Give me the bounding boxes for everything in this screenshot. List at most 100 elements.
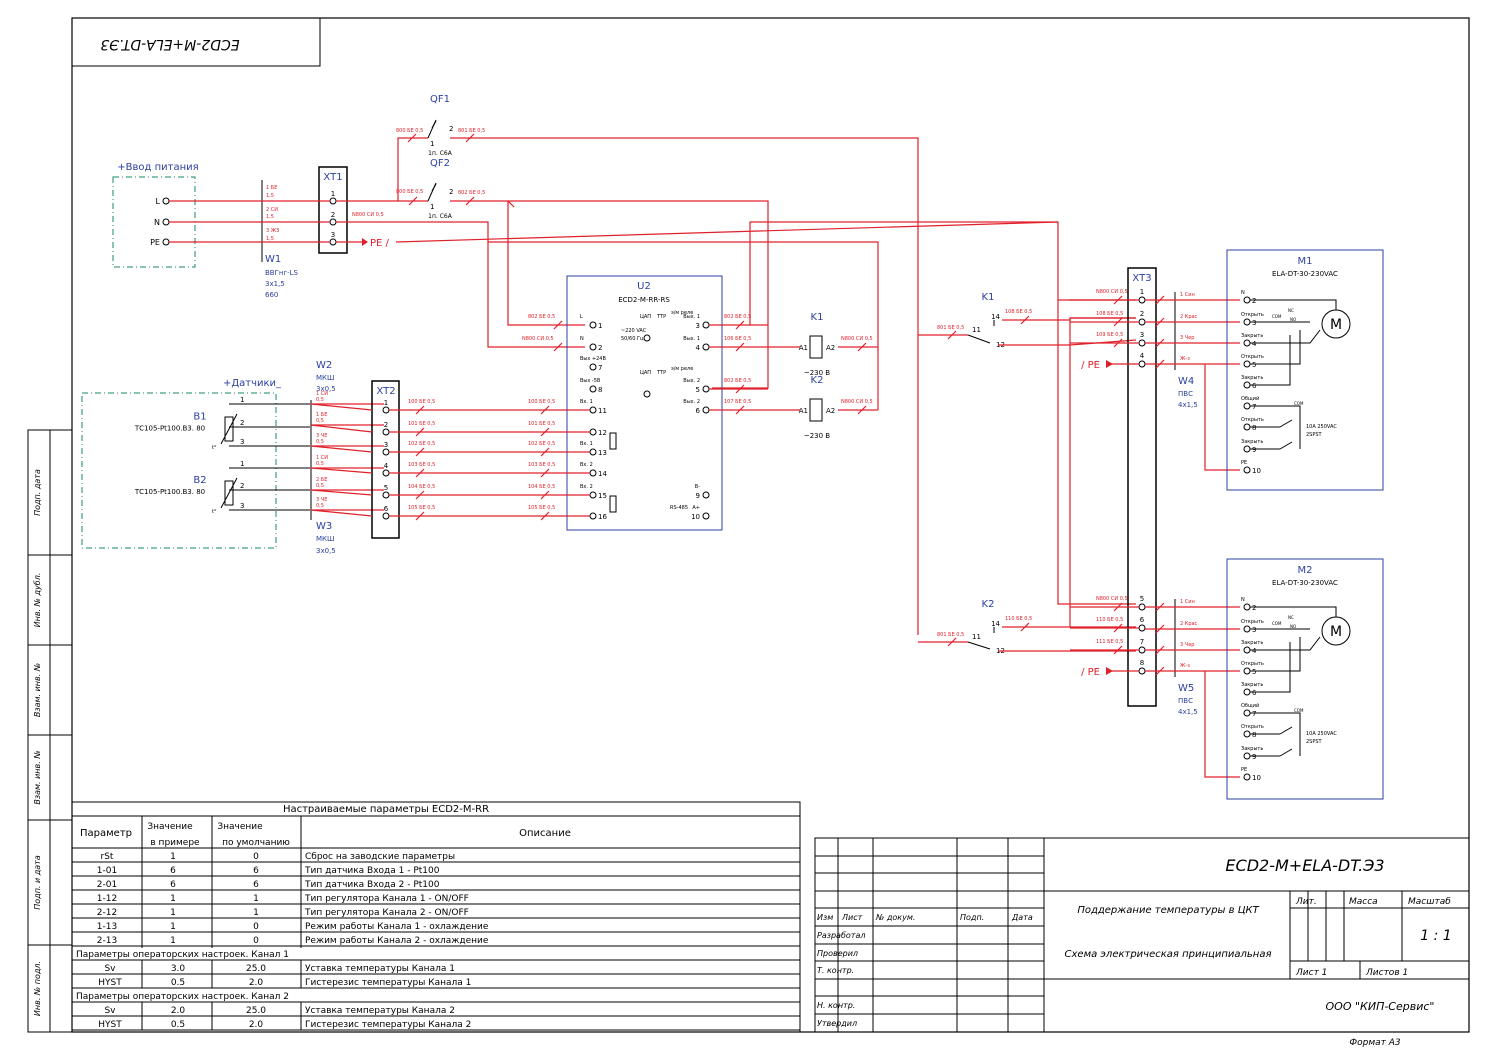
coil-K1-name: K1 [811,312,824,323]
wire-label: 107 БЕ 0,5 [724,399,751,405]
param-default: 0 [253,936,259,946]
XT2-terminal [382,448,390,456]
power-L-terminal [162,197,170,205]
side-stamp-label: Взам. инв. № [33,750,42,804]
wire-tick [408,196,418,206]
wire-800 [397,137,428,201]
actuator-M1-terminal [1243,296,1251,304]
cable-wire-label: Ж-з [1180,663,1190,669]
title-role: Разработал [817,931,865,940]
param-table-title: Настраиваемые параметры ECD2-M-RR [283,804,489,815]
XT1-terminal [329,197,337,205]
XT2-pin: 1 [384,399,388,407]
wire-tick [415,511,425,521]
relay-nc: NC [1288,308,1294,313]
title-role: Т. контр. [817,966,854,975]
param-name: rSt [101,852,114,862]
U2-terminal-label: Вх. 2 [580,484,593,490]
power-PE-label: PE [150,238,160,247]
sensor-B1-pin: 3 [240,438,244,446]
wire-tick [415,427,425,437]
wire-tick [1155,602,1165,612]
actuator-M1-terminal [1243,423,1251,431]
contact-K2-name: K2 [982,599,995,610]
actuator-M2-term-label: N [1241,597,1245,603]
relay-com: COM [1294,401,1304,406]
wire-tick [857,405,867,415]
actuator-M2-term-label: Закрыть [1241,746,1263,752]
wire-label: 103 БЕ 0,5 [408,462,435,468]
XT3-pin: 1 [1140,288,1144,296]
side-stamp-label: Подп. и дата [33,855,42,910]
wire [395,221,1059,243]
actuator-M1-pin: 9 [1252,446,1256,454]
wire-tick [1155,666,1165,676]
coil-K2 [809,398,823,422]
actuator-M2-terminal [1243,752,1251,760]
XT2-name: XT2 [376,386,395,397]
wire-label: 111 БЕ 0,5 [1096,639,1123,645]
param-desc: Тип датчика Входа 1 - Pt100 [304,866,440,876]
param-default: 0 [253,852,259,862]
U2-terminal-left [589,448,597,456]
XT3-pin: 2 [1140,310,1144,318]
U2-terminal-label: Вых. 1 [683,314,700,320]
wire [310,509,373,517]
U2-terminal-label: L [580,314,583,320]
contact-K2-p14: 14 [991,620,1000,628]
title-col-head: Подп. [960,913,984,922]
QF1-name: QF1 [430,94,450,105]
wire-K2-14 [1002,317,1136,628]
wire-tick [415,490,425,500]
coil-K1 [809,335,823,359]
param-name: HYST [98,978,122,988]
XT1-pin: 3 [331,231,335,239]
wire-label: 802 БЕ 0,5 [724,314,751,320]
U2-ttr: ТТР [656,370,666,376]
XT3-name: XT3 [1132,273,1151,284]
cable-wire-label: 3 ЧЕ [316,433,327,439]
title-scale: Масштаб [1408,897,1451,907]
cable-wire-label: 1 СИ [316,455,328,461]
wire-label: N800 СИ 0,5 [841,399,873,405]
param-example: 6 [170,866,176,876]
XT3-terminal [1138,360,1146,368]
U2-relay: э/м реле [671,366,693,372]
wire [310,467,373,474]
actuator-M2-motor-label: M [1330,624,1342,640]
actuator-M1-terminal [1243,318,1251,326]
title-code: ECD2-M+ELA-DT.Э3 [1225,856,1384,875]
param-desc: Сброс на заводские параметры [305,852,455,862]
cable-W1-type: ВВГнг-LS [265,269,299,277]
cable-wire-label: 1 Син [1180,599,1195,605]
title-role: Н. контр. [817,1001,855,1010]
contact-K2-p11: 11 [972,633,981,641]
U2-terminal-right [702,491,710,499]
XT2-terminal [382,512,390,520]
XT3-pin: 4 [1140,352,1145,360]
title-col-head: Изм [817,913,833,922]
QF1-p2: 2 [449,125,453,133]
U2-pin-left: 13 [598,449,607,457]
wire-N800 [336,221,585,348]
relay-wire [1250,712,1301,756]
U2-terminal-label: Вых +24В [580,356,606,362]
QF1-p1: 1 [430,140,434,148]
param-desc: Уставка температуры Канала 2 [305,1006,455,1016]
cable-W1-len: 660 [265,291,278,299]
wire-label: N800 СИ 0,5 [1096,596,1128,602]
coil-K1-a1: A1 [799,344,808,352]
sensor-B2-name: B2 [193,475,206,486]
actuator-M1-pin: 3 [1252,319,1256,327]
actuator-M1-terminal [1243,445,1251,453]
cable-W3-name: W3 [316,521,332,532]
cable-wire-label: 3 ЧЕ [316,497,327,503]
wire-label: N800 СИ 0,5 [522,336,554,342]
wire-tick [415,468,425,478]
param-example: 6 [170,880,176,890]
cable-W3-type: МКШ [316,535,335,543]
U2-pin-right: 10 [691,513,700,521]
actuator-M1-motor-label: M [1330,317,1342,333]
param-default: 2.0 [249,1020,264,1030]
